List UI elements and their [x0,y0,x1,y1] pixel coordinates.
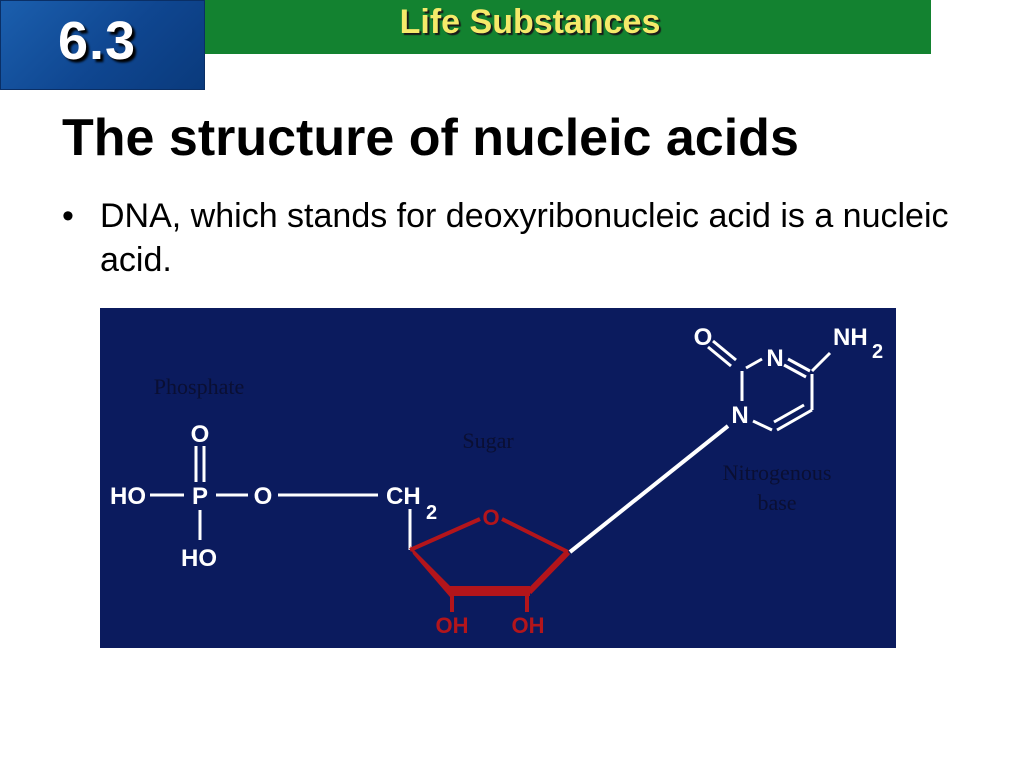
base-nh: NH [833,324,868,351]
sugar-label: Sugar [462,428,514,453]
chapter-bar: Life Substances [205,0,931,54]
sugar-ring [409,517,571,612]
phosphate-o-right: O [254,483,273,510]
oh-left: OH [436,613,469,638]
base-o: O [694,324,713,351]
base-ring-bonds [707,339,832,432]
section-badge: 6.3 [0,0,205,90]
nitrogenous-base-label-line2: base [757,490,796,515]
ch2-subscript: 2 [426,502,437,524]
base-nh-subscript: 2 [872,341,883,363]
phosphate-ho-left: HO [110,483,146,510]
ring-o: O [482,505,499,530]
phosphate-label: Phosphate [154,374,244,399]
nucleotide-diagram: O HO P O HO CH 2 O OH OH [100,308,896,648]
nucleotide-svg: O HO P O HO CH 2 O OH OH [100,308,896,648]
glycosidic-bond [568,424,730,554]
section-number: 6.3 [58,11,137,71]
base-n-top: N [766,345,783,372]
bullet-mark: • [62,197,74,235]
nitrogenous-base-label-line1: Nitrogenous [723,460,832,485]
slide-title: The structure of nucleic acids [62,109,799,167]
oh-right: OH [512,613,545,638]
phosphate-o-top: O [191,421,210,448]
phosphate-ho-bottom: HO [181,545,217,572]
bullet-text: DNA, which stands for deoxyribonucleic a… [100,197,949,279]
chapter-title: Life Substances [399,3,661,41]
ch2-label: CH [386,483,421,510]
base-n-bottom: N [731,402,748,429]
phosphate-p: P [192,483,208,510]
phosphate-bonds [150,446,378,540]
